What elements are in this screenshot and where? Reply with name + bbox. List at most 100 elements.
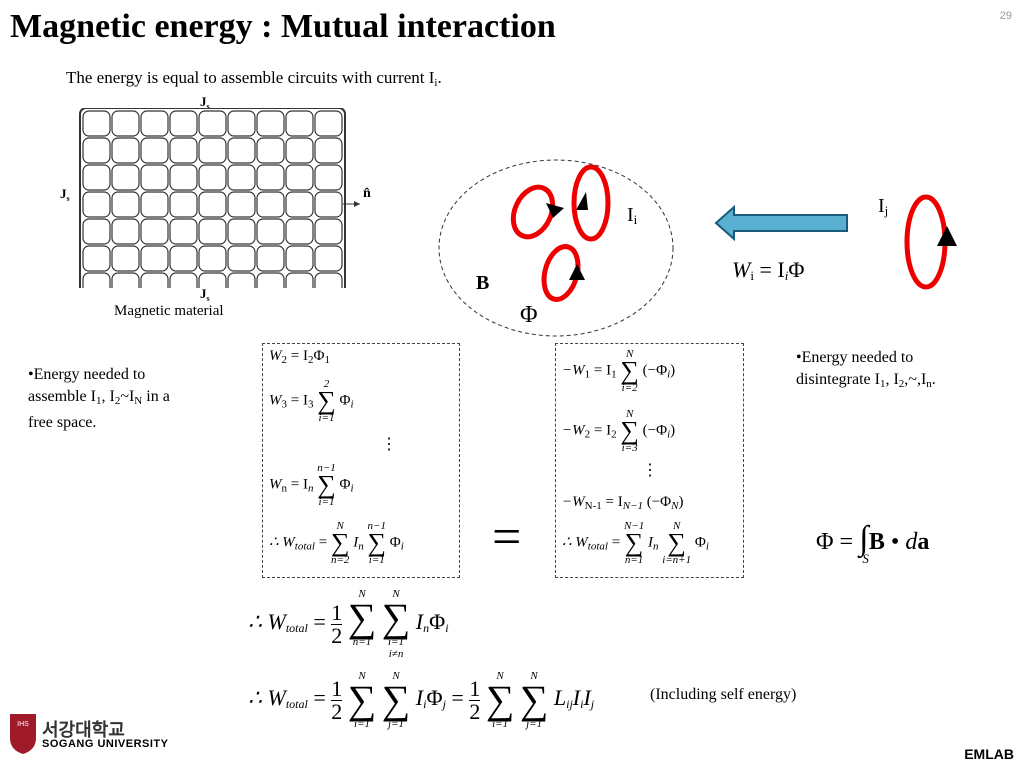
svg-text:IHS: IHS [17,721,29,728]
current-loop-cell [256,191,285,218]
current-loop-cell [256,110,285,137]
figure-caption: Magnetic material [114,303,224,319]
page-number: 29 [999,10,1012,22]
current-loop-cell [140,191,169,218]
eq-dots: ⋮ [381,436,397,453]
current-loop-grid [79,108,360,288]
eq-wtotal-assemble: ∴ Wtotal = N∑n=2 In n−1∑i=1 Φi [269,520,404,566]
self-energy-note: (Including self energy) [650,686,797,703]
current-loop-cell [227,191,256,218]
label-B: B [476,272,490,294]
left-note: •Energy needed to assemble I1, I2~IN in … [28,366,170,431]
current-loop-cell [198,245,227,272]
eq-w2: W2 = I2Φ1 [269,348,330,366]
work-equation: Wi = IiΦ [732,257,805,283]
current-loop-cell [285,245,314,272]
current-loop-cell [314,137,343,164]
top-current-label: Js [200,94,210,111]
university-name-english: SOGANG UNIVERSITY [42,738,169,750]
current-loop-cell [82,272,111,288]
current-loop-cell [314,191,343,218]
current-loop-1 [510,184,556,240]
current-loop-cell [169,218,198,245]
current-loop-cell [140,110,169,137]
current-loop-2 [571,164,611,242]
current-loop-cell [314,164,343,191]
assembly-equations-box: W2 = I2Φ1 W3 = I3 2∑i=1 Φi ⋮ Wn = In n−1… [262,343,460,578]
current-loop-cell [256,245,285,272]
assemble-arrow [714,205,848,241]
current-loop-cell [285,191,314,218]
eq-wn: Wn = In n−1∑i=1 Φi [269,462,354,508]
eq-dots-right: ⋮ [642,462,658,479]
grid-outline [79,108,346,288]
current-loop-cell [111,218,140,245]
current-loop-cell [285,272,314,288]
current-loop-cell [111,137,140,164]
current-loop-cell [227,245,256,272]
current-loop-cell [82,245,111,272]
label-Ii: Ii [627,204,638,227]
current-loop-cell [198,164,227,191]
footer-emlab: EMLAB [964,746,1014,762]
current-loop-cell [227,218,256,245]
current-loop-cell [169,137,198,164]
current-loop-cell [198,272,227,288]
current-loop-cell [285,110,314,137]
current-loop-cell [227,137,256,164]
current-loop-cell [82,218,111,245]
current-loop-cell [314,218,343,245]
incoming-loop-arrow [937,226,957,246]
current-loop-cell [227,272,256,288]
disassembly-equations-box: −W1 = I1 N∑i=2 (−Φi) −W2 = I2 N∑i=3 (−Φi… [555,343,744,578]
current-loop-cell [111,245,140,272]
current-loop-cell [285,164,314,191]
eq-w3: W3 = I3 2∑i=1 Φi [269,378,354,424]
loop-2-arrow [576,192,588,210]
current-loop-cell [169,191,198,218]
circuit-diagram [438,159,674,337]
eq-minus-wn1: −WN-1 = IN−1 (−ΦN) [562,494,684,512]
left-current-label: Js [60,186,70,203]
current-loop-cell [227,164,256,191]
current-loop-cell [314,245,343,272]
current-loop-cell [256,164,285,191]
normal-vector-label: n̂ [363,186,371,201]
subtitle: The energy is equal to assemble circuits… [66,68,442,89]
label-Phi: Φ [520,302,538,328]
current-loop-cell [256,272,285,288]
current-loop-cell [285,218,314,245]
flux-equation: Φ = ∫SB • da [816,520,930,566]
current-loop-cell [169,245,198,272]
current-loop-cell [198,191,227,218]
current-loop-cell [227,110,256,137]
eq-minus-w1: −W1 = I1 N∑i=2 (−Φi) [562,348,676,394]
big-equals: = [492,509,522,566]
current-loop-cell [169,272,198,288]
current-loop-cell [140,164,169,191]
current-loop-cell [256,137,285,164]
current-loop-cell [82,110,111,137]
current-loop-cell [256,218,285,245]
label-Ij: Ij [878,195,889,218]
current-loop-cell [198,218,227,245]
current-loop-cell [82,191,111,218]
current-loop-cell [198,110,227,137]
incoming-loop [904,194,957,290]
eq-minus-w2: −W2 = I2 N∑i=3 (−Φi) [562,408,676,454]
current-loop-cell [111,272,140,288]
current-loop-cell [285,137,314,164]
current-loop-cell [111,164,140,191]
loop-3-arrow [569,264,585,280]
current-loop-cell [140,245,169,272]
current-loop-cell [169,110,198,137]
current-loop-cell [314,272,343,288]
current-loop-cell [82,164,111,191]
eq-wtotal-disassemble: ∴ Wtotal = N−1∑n=1 In N∑i=n+1 Φi [562,520,709,566]
current-loop-cell [140,218,169,245]
university-seal-icon: IHS [10,714,36,754]
university-name-korean: 서강대학교 [42,720,125,741]
current-loop-cell [111,191,140,218]
